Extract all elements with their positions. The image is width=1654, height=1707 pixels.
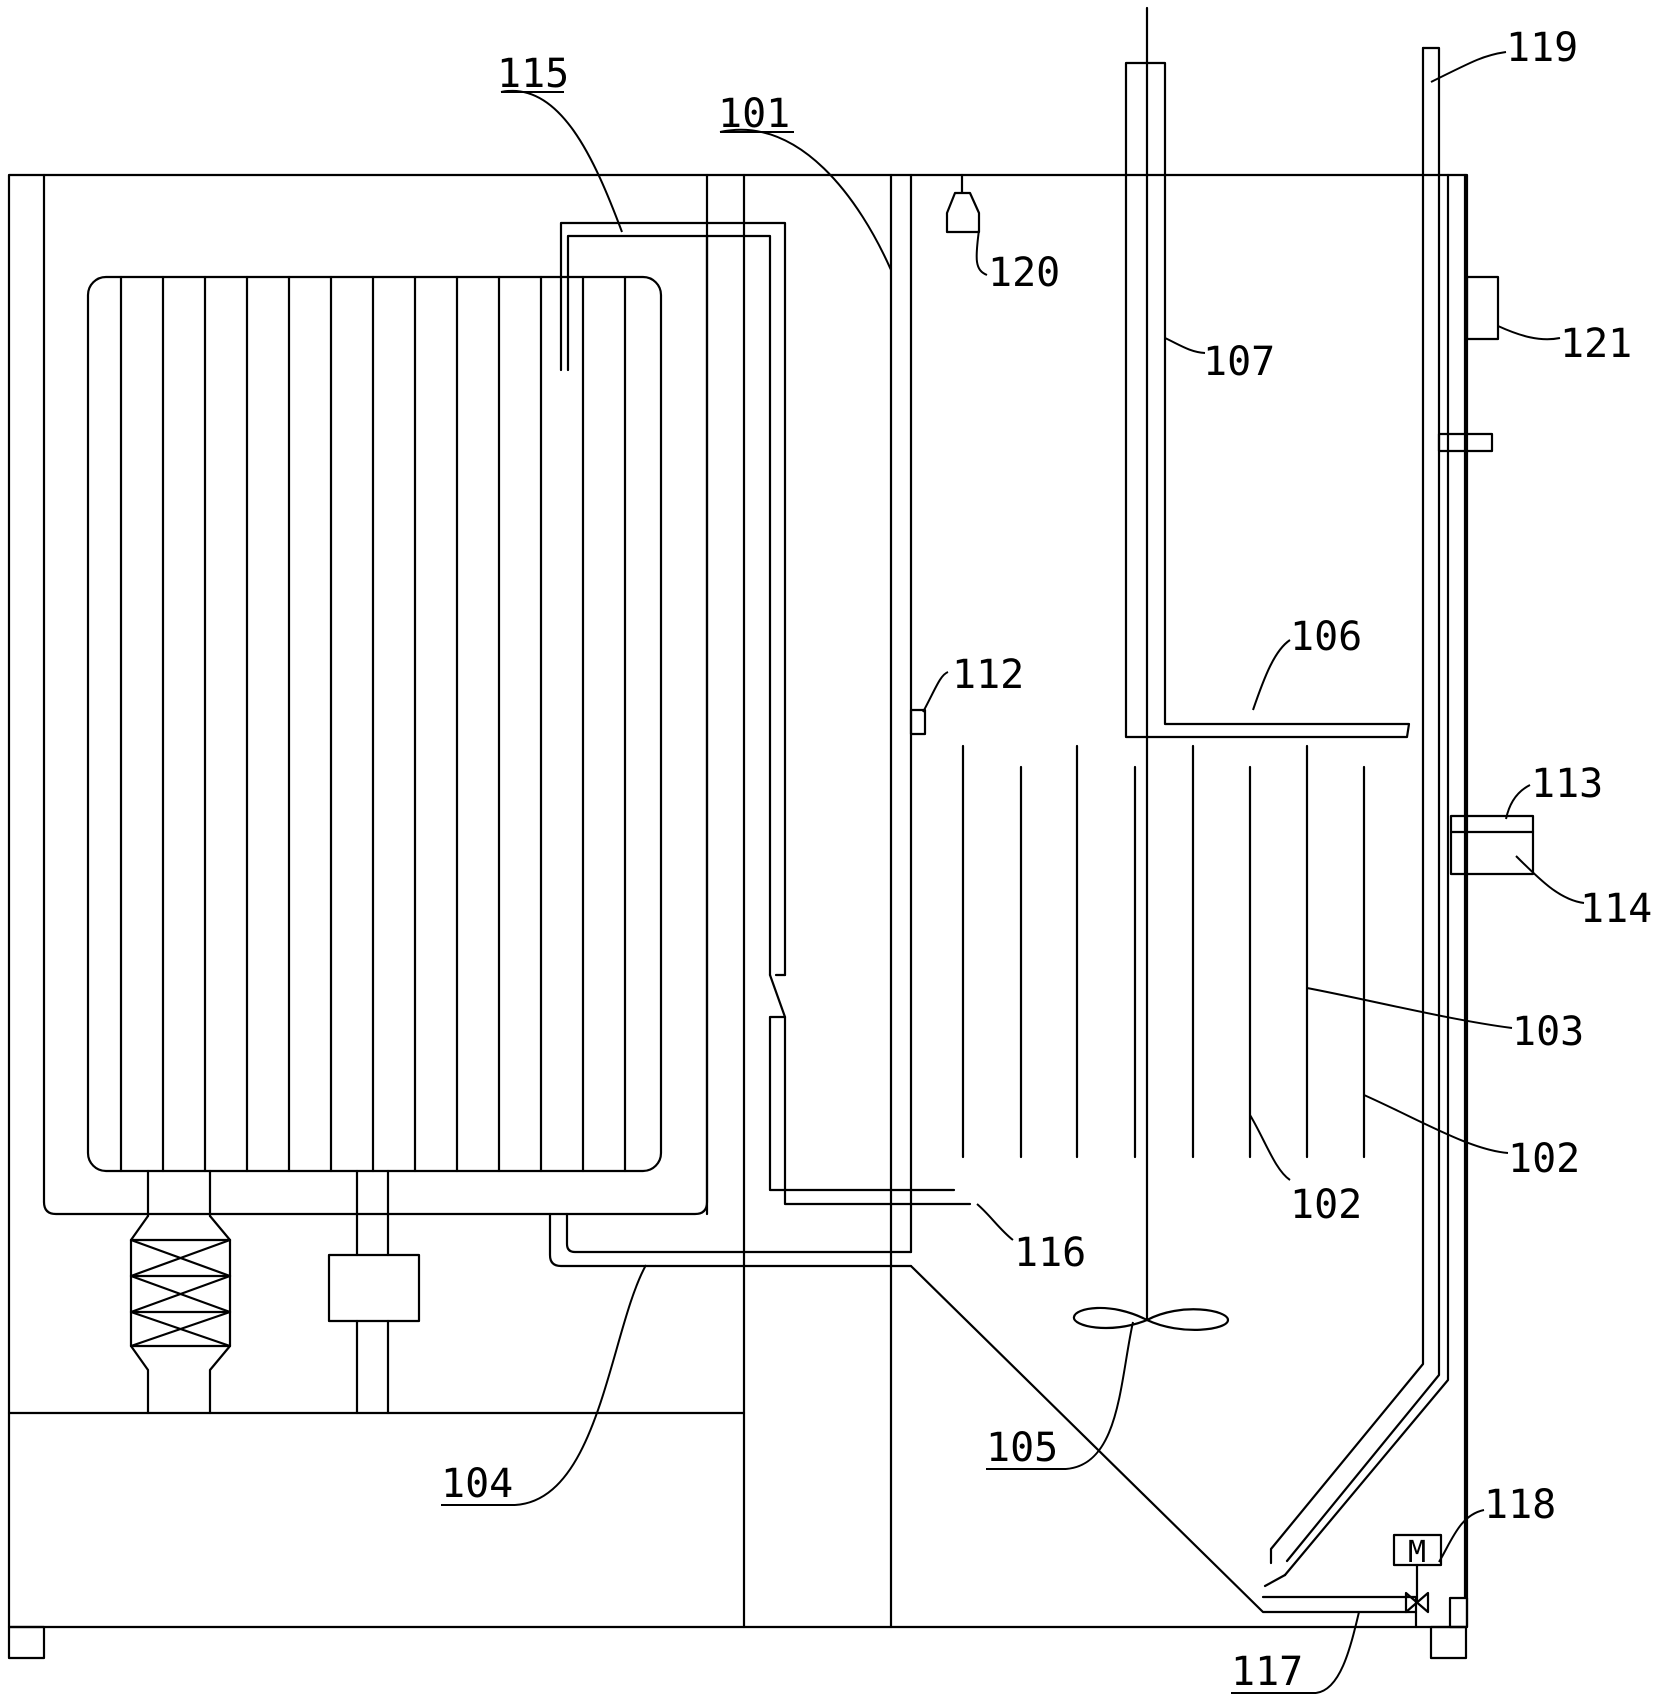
part-113-114 (1449, 814, 1535, 876)
label-101: 101 (718, 91, 790, 137)
impeller-left (1072, 1306, 1149, 1330)
label-120: 120 (988, 250, 1060, 296)
outer-frame (7, 173, 1469, 1660)
foot-right (1429, 1625, 1468, 1660)
label-117: 117 (1231, 1649, 1303, 1695)
motor-letter: M (1408, 1535, 1426, 1570)
impeller-right (1145, 1308, 1230, 1331)
label-102-center: 102 (1290, 1182, 1362, 1228)
label-105: 105 (986, 1425, 1058, 1471)
label-119: 119 (1506, 25, 1578, 71)
radiator-fins (119, 275, 627, 1173)
rack-106-107 (1124, 61, 1411, 739)
label-113: 113 (1531, 761, 1603, 807)
label-115: 115 (497, 51, 569, 97)
label-102-right: 102 (1508, 1136, 1580, 1182)
reference-labels: 115 101 120 107 119 121 106 112 113 114 … (441, 25, 1652, 1695)
part-121 (1465, 275, 1500, 341)
label-104: 104 (441, 1461, 513, 1507)
radiator-unit (42, 234, 709, 1415)
label-114: 114 (1580, 886, 1652, 932)
filter-column (129, 1169, 232, 1415)
electrode-plates (961, 744, 1366, 1159)
pump-box (327, 1169, 421, 1415)
label-106: 106 (1290, 614, 1362, 660)
label-118: 118 (1484, 1482, 1556, 1528)
leader-lines (441, 51, 1585, 1694)
label-116: 116 (1014, 1230, 1086, 1276)
label-107: 107 (1203, 339, 1275, 385)
label-103: 103 (1512, 1009, 1584, 1055)
label-112: 112 (952, 652, 1024, 698)
middle-section (548, 173, 972, 1629)
bracket (1437, 432, 1494, 453)
valve (1404, 1591, 1430, 1614)
label-121: 121 (1560, 321, 1632, 367)
foot-left (7, 1625, 46, 1660)
reaction-tank: M (909, 6, 1535, 1629)
nozzle-120 (945, 173, 981, 234)
sensor-112 (909, 708, 927, 736)
